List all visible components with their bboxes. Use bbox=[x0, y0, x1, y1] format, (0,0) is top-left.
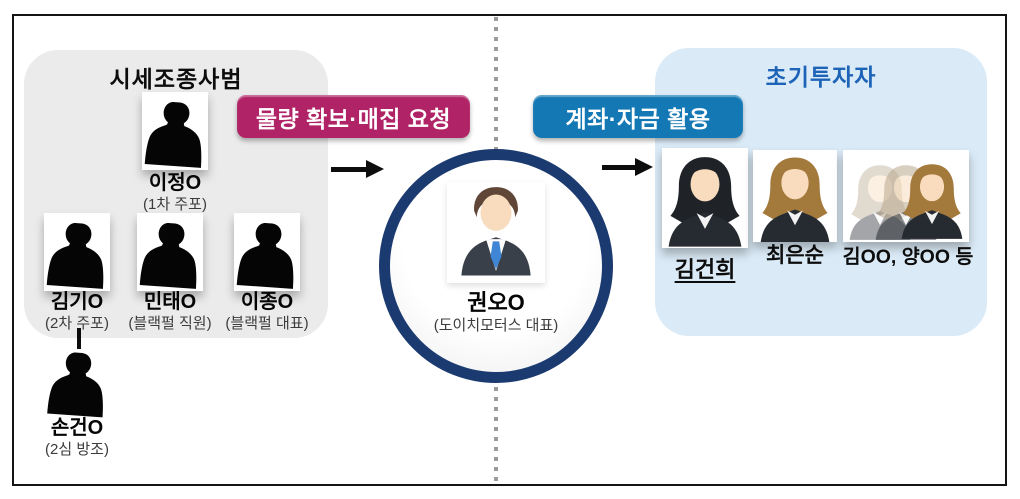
investors-panel-title: 초기투자자 bbox=[765, 64, 877, 90]
central-figure-circle: 권오O (도이치모터스 대표) bbox=[379, 149, 613, 383]
central-photo bbox=[447, 182, 545, 283]
investor-photo bbox=[843, 150, 969, 242]
investor-name: 최은순 bbox=[766, 244, 824, 267]
male-silhouette-icon bbox=[144, 100, 206, 170]
member-role: (블랙펄 대표) bbox=[225, 315, 309, 332]
manipulators-panel-title: 시세조종사범 bbox=[109, 66, 243, 92]
member-role: (2차 주포) bbox=[45, 315, 109, 332]
request-badge: 물량 확보·매집 요청 bbox=[237, 95, 470, 138]
funds-badge-label: 계좌·자금 활용 bbox=[565, 105, 711, 132]
male-silhouette-icon bbox=[139, 221, 201, 291]
investor-photo bbox=[753, 150, 837, 242]
member-label: 이종O (블랙펄 대표) bbox=[197, 291, 337, 334]
member-label: 민태O (블랙펄 직원) bbox=[100, 291, 240, 334]
businesswoman-icon bbox=[755, 154, 835, 242]
central-role: (도이치모터스 대표) bbox=[433, 317, 559, 335]
member-photo bbox=[142, 92, 208, 170]
male-silhouette-icon bbox=[236, 221, 298, 291]
member-role: (2심 방조) bbox=[45, 441, 109, 458]
member-photo bbox=[234, 213, 300, 291]
member-photo bbox=[44, 347, 110, 419]
funds-badge: 계좌·자금 활용 bbox=[533, 95, 743, 138]
male-silhouette-icon bbox=[46, 351, 108, 419]
group-businesswomen-icon bbox=[845, 152, 967, 242]
hierarchy-connector-line bbox=[77, 328, 81, 349]
businessman-icon bbox=[455, 184, 537, 276]
member-name: 민태O bbox=[143, 291, 197, 313]
member-label: 이정O (1차 주포) bbox=[105, 172, 245, 215]
investor-name: 김건희 bbox=[674, 257, 736, 282]
arrow-right-icon bbox=[602, 158, 653, 176]
member-photo bbox=[137, 213, 203, 291]
member-name: 이정O bbox=[148, 172, 202, 194]
businesswoman-icon bbox=[663, 152, 747, 248]
member-role: (1차 주포) bbox=[143, 196, 207, 213]
request-badge-label: 물량 확보·매집 요청 bbox=[255, 105, 452, 132]
member-name: 김기O bbox=[50, 291, 104, 313]
member-name: 손건O bbox=[50, 417, 104, 439]
member-label: 김기O (2차 주포) bbox=[17, 291, 137, 334]
male-silhouette-icon bbox=[46, 221, 108, 291]
arrow-right-icon bbox=[331, 160, 384, 178]
central-name: 권오O bbox=[467, 290, 525, 315]
member-photo bbox=[44, 213, 110, 291]
member-name: 이종O bbox=[240, 291, 294, 313]
investor-photo bbox=[662, 148, 748, 248]
businesswoman-icon bbox=[897, 158, 967, 242]
member-role: (블랙펄 직원) bbox=[128, 315, 212, 332]
member-label: 손건O (2심 방조) bbox=[17, 417, 137, 460]
investor-name: 김OO, 양OO 등 bbox=[842, 246, 974, 268]
